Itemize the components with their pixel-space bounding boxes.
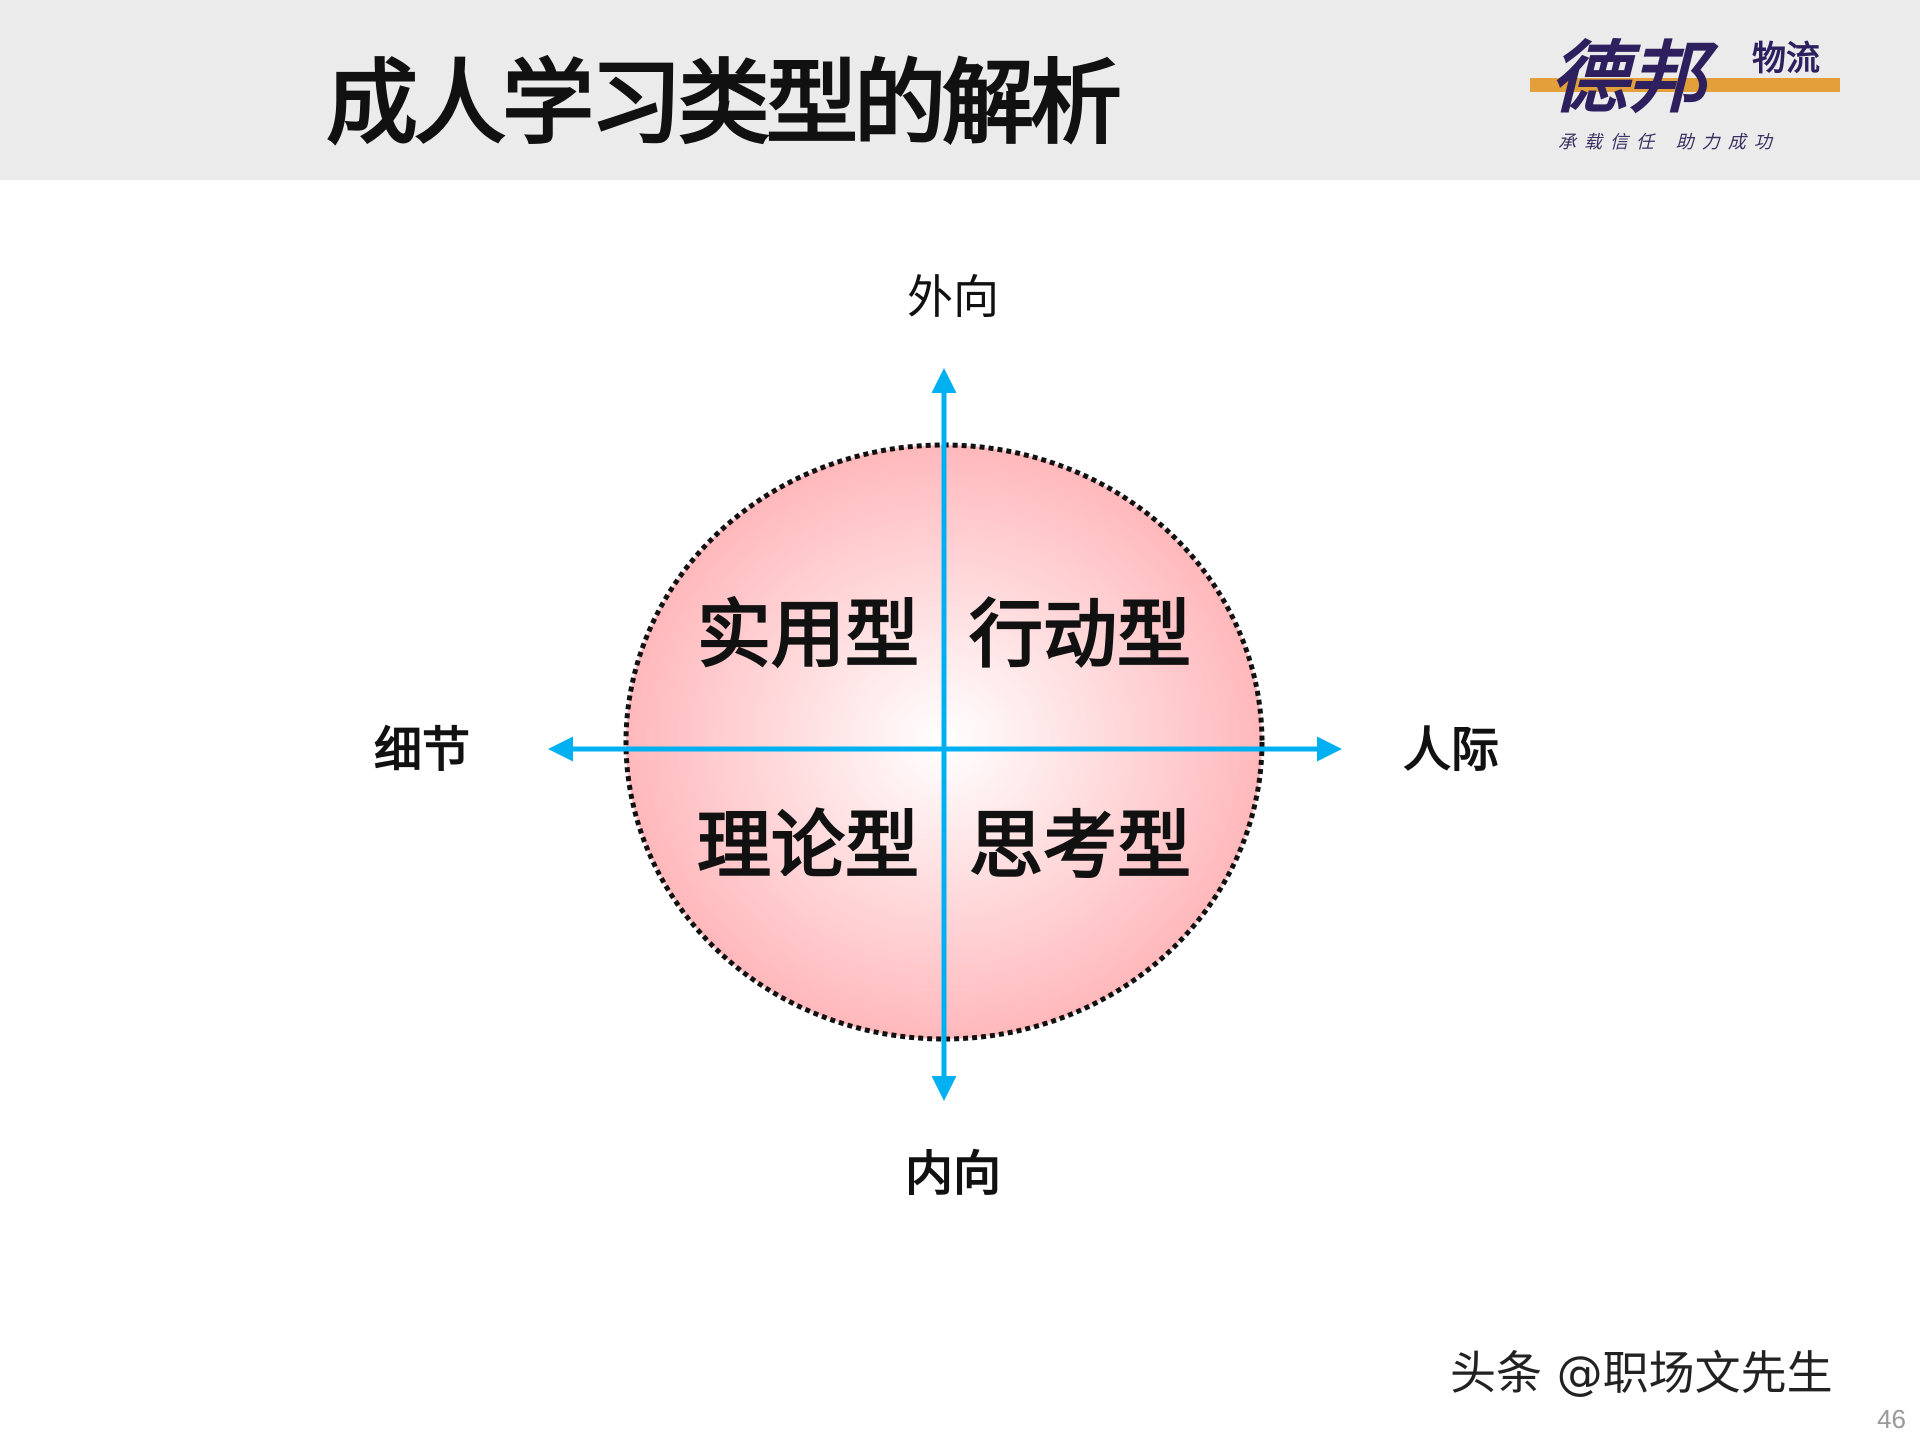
logo-bar — [1530, 78, 1840, 92]
brand-logo: 德邦 物流 承载信任 助力成功 — [1530, 34, 1840, 153]
slide-title: 成人学习类型的解析 — [326, 49, 1122, 157]
logo-sub: 物流 — [1752, 39, 1820, 79]
quadrant-theory: 理论型 — [697, 803, 919, 889]
axis-label-right: 人际 — [1403, 722, 1499, 778]
quadrant-action: 行动型 — [969, 592, 1191, 678]
axis-label-top: 外向 — [907, 270, 999, 324]
quadrant-thinking: 思考型 — [969, 803, 1191, 889]
logo-mark: 德邦 — [1550, 34, 1719, 124]
watermark: 头条 @职场文先生 — [1450, 1346, 1833, 1400]
logo-slogan: 承载信任 助力成功 — [1558, 132, 1780, 153]
axis-label-left: 细节 — [374, 722, 470, 778]
axis-label-bottom: 内向 — [905, 1146, 1001, 1202]
quadrant-practical: 实用型 — [697, 592, 919, 678]
page-number: 46 — [1877, 1404, 1906, 1434]
